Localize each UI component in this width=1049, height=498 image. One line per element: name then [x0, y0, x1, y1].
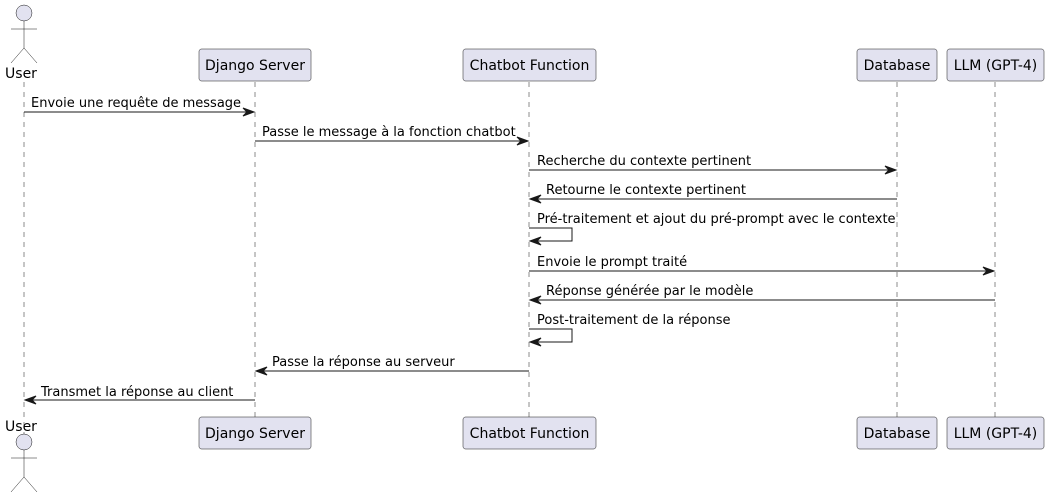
participant-database-top: Database [856, 48, 938, 82]
message-4: Retourne le contexte pertinent [528, 183, 897, 204]
participant-label-llm-bottom: LLM (GPT-4) [954, 426, 1038, 442]
participant-label-chatbot-top: Chatbot Function [470, 58, 590, 74]
participant-label-django-bottom: Django Server [205, 426, 305, 442]
message-5: Pré-traitement et ajout du pré-prompt av… [528, 212, 896, 246]
participant-llm-top: LLM (GPT-4) [946, 48, 1045, 82]
actor-label-bottom: User [5, 419, 37, 435]
participant-llm-bottom: LLM (GPT-4) [946, 416, 1045, 450]
message-label-2: Passe le message à la fonction chatbot [262, 125, 516, 140]
participant-label-chatbot-bottom: Chatbot Function [470, 426, 590, 442]
actor-icon [10, 433, 38, 493]
message-label-7: Réponse générée par le modèle [546, 284, 753, 299]
message-label-10: Transmet la réponse au client [40, 385, 233, 400]
message-3: Recherche du contexte pertinent [529, 154, 898, 175]
participant-label-django-top: Django Server [205, 58, 305, 74]
message-8: Post-traitement de la réponse [528, 313, 731, 347]
participant-django-bottom: Django Server [198, 416, 312, 450]
participant-django-top: Django Server [198, 48, 312, 82]
actor-label-top: User [5, 66, 37, 82]
message-label-9: Passe la réponse au serveur [272, 355, 455, 370]
participant-label-llm-top: LLM (GPT-4) [954, 58, 1038, 74]
message-label-8: Post-traitement de la réponse [537, 313, 731, 328]
message-9: Passe la réponse au serveur [254, 355, 529, 376]
participant-chatbot-bottom: Chatbot Function [462, 416, 597, 450]
message-2: Passe le message à la fonction chatbot [255, 125, 530, 146]
participant-database-bottom: Database [856, 416, 938, 450]
message-label-3: Recherche du contexte pertinent [537, 154, 751, 169]
message-label-6: Envoie le prompt traité [537, 255, 687, 270]
participant-chatbot-top: Chatbot Function [462, 48, 597, 82]
message-label-1: Envoie une requête de message [31, 96, 241, 111]
message-label-4: Retourne le contexte pertinent [546, 183, 746, 198]
message-1: Envoie une requête de message [24, 96, 256, 117]
message-10: Transmet la réponse au client [23, 385, 255, 405]
message-6: Envoie le prompt traité [529, 255, 996, 276]
actor-icon [10, 4, 38, 64]
participant-label-database-bottom: Database [864, 426, 931, 442]
message-7: Réponse générée par le modèle [528, 284, 995, 305]
participant-label-database-top: Database [864, 58, 931, 74]
message-label-5: Pré-traitement et ajout du pré-prompt av… [537, 212, 896, 227]
